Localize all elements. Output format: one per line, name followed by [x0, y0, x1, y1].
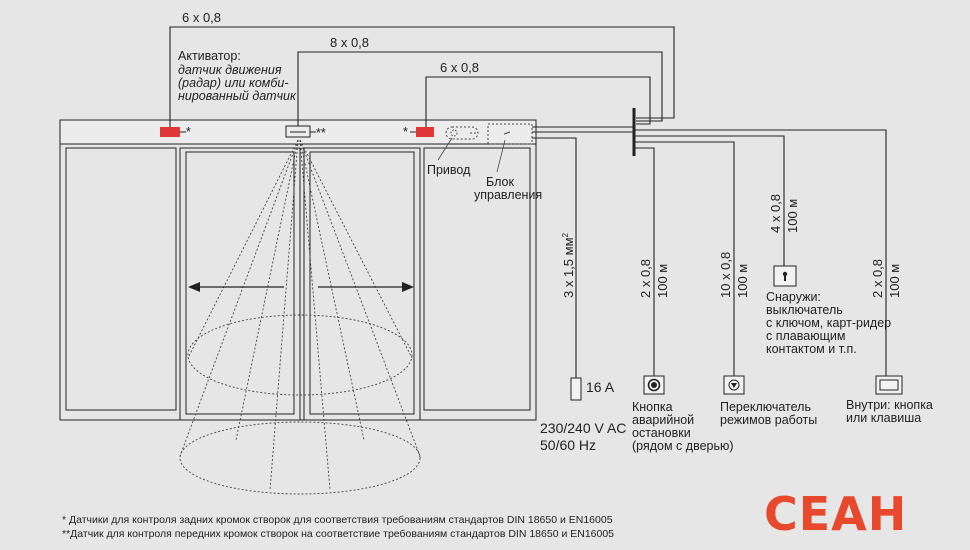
top-cables — [169, 26, 675, 127]
outside-label-3: с ключом, карт-ридер — [766, 316, 891, 330]
sliding-leaf-right — [303, 147, 421, 421]
control-unit — [487, 123, 533, 145]
key-switch-icon — [773, 265, 797, 287]
control-unit-label-2: управления — [474, 188, 542, 202]
outside-label-4: с плавающим — [766, 329, 845, 343]
outside-label-1: Снаружи: — [766, 290, 821, 304]
emergency-label-3: остановки — [632, 426, 691, 440]
cable-top-outer: 6 x 0,8 — [182, 10, 221, 25]
footnote-front-edge: **Датчик для контроля передних кромок ст… — [62, 528, 614, 540]
activator-line-1: датчик движения — [178, 63, 282, 77]
cable-inside: 2 x 0,8 — [870, 259, 885, 298]
fixed-panel-right — [423, 147, 531, 411]
mode-switch-label-2: режимов работы — [720, 413, 817, 427]
drive-label: Привод — [427, 163, 471, 177]
rear-edge-sensor-right — [416, 127, 434, 137]
radar-field — [179, 139, 421, 495]
cable-top-middle: 8 x 0,8 — [330, 35, 369, 50]
mode-switch-label-1: Переключатель — [720, 400, 811, 414]
mark-single-left: * — [186, 125, 191, 139]
cable-key-length: 100 м — [785, 199, 800, 233]
activator-line-2: (радар) или комби- — [178, 76, 289, 90]
cable-stop: 2 x 0,8 — [638, 259, 653, 298]
opening-arrows — [188, 282, 414, 292]
emergency-stop-button — [643, 375, 665, 395]
inside-push-button — [875, 375, 903, 395]
activator-title: Активатор: — [178, 49, 241, 63]
emergency-label-4: (рядом с дверью) — [632, 439, 734, 453]
cable-key: 4 x 0,8 — [768, 194, 783, 233]
footnote-rear-edge: * Датчики для контроля задних кромок ств… — [62, 514, 613, 526]
emergency-label-1: Кнопка — [632, 400, 673, 414]
fixed-panel-left — [65, 147, 177, 411]
fuse-label: 16 A — [586, 379, 615, 395]
control-unit-label-1: Блок — [486, 175, 514, 189]
cable-mode: 10 x 0,8 — [718, 252, 733, 298]
rear-edge-sensor-left — [160, 127, 180, 137]
activator-line-3: нированный датчик — [178, 89, 297, 103]
device-cables — [634, 129, 887, 378]
mode-switch-icon — [723, 375, 745, 395]
brand-logo: СЕАН — [764, 487, 907, 541]
inside-label-1: Внутри: кнопка — [846, 398, 933, 412]
fuse — [570, 377, 582, 401]
mark-single-right: * — [403, 125, 408, 139]
cable-mode-length: 100 м — [735, 264, 750, 298]
outside-label-5: контактом и т.п. — [766, 342, 857, 356]
power-frequency: 50/60 Hz — [540, 437, 596, 453]
power-voltage: 230/240 V AC — [540, 420, 626, 436]
mark-double: ** — [316, 126, 326, 140]
cable-power: 3 x 1,5 мм2 — [561, 232, 576, 298]
inside-label-2: или клавиша — [846, 411, 921, 425]
cable-stop-length: 100 м — [655, 264, 670, 298]
outside-label-2: выключатель — [766, 303, 843, 317]
cable-inside-length: 100 м — [887, 264, 902, 298]
emergency-label-2: аварийной — [632, 413, 694, 427]
cable-top-inner: 6 x 0,8 — [440, 60, 479, 75]
drive-motor — [445, 126, 479, 140]
